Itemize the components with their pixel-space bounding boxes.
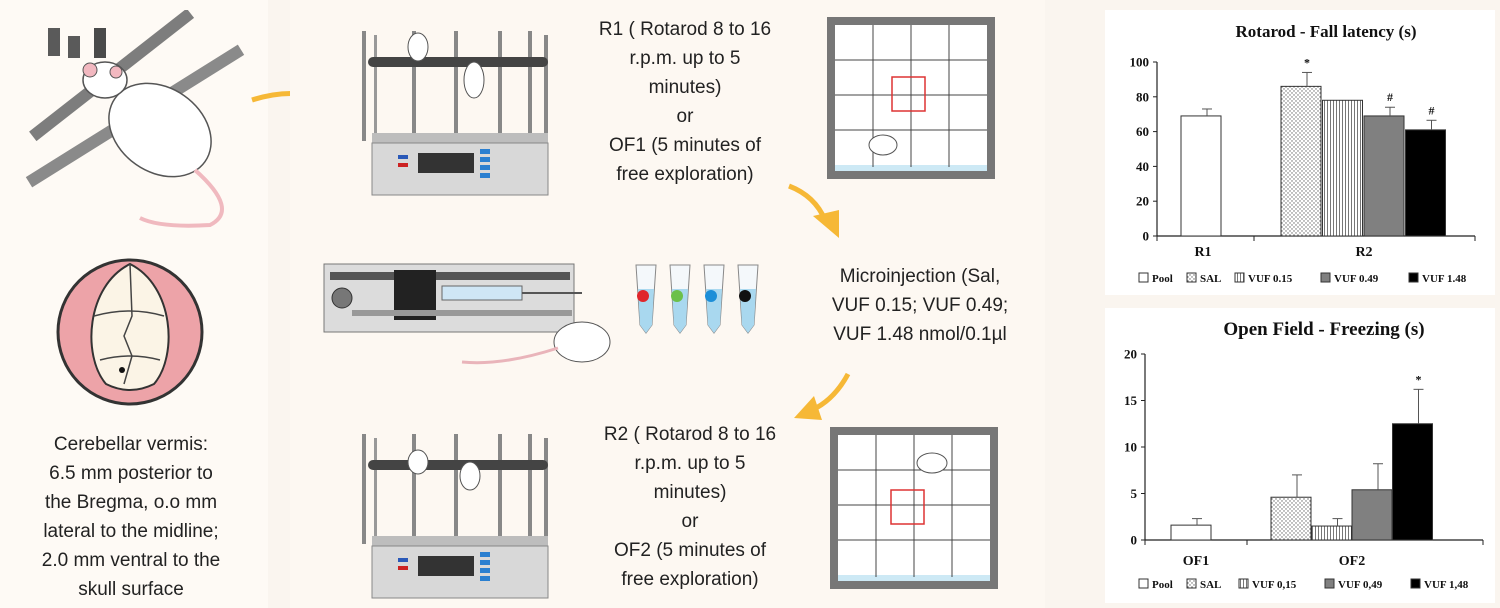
legend-label: VUF 0.15 (1248, 273, 1293, 285)
step3-text: R2 ( Rotarod 8 to 16 r.p.m. up to 5 minu… (603, 424, 777, 590)
legend-swatch (1186, 272, 1197, 283)
bar (1363, 115, 1405, 237)
tube-dot-2 (671, 290, 683, 302)
bar (1180, 115, 1222, 237)
rotarod-chart: Rotarod - Fall latency (s) 0 20 40 60 80 100R1… (1130, 22, 1476, 285)
bar (1280, 85, 1322, 237)
significance-mark: # (1387, 90, 1393, 104)
step1-text: R1 ( Rotarod 8 to 16 r.p.m. up to 5 minu… (598, 19, 772, 185)
legend-swatch (1138, 578, 1149, 589)
y-tick-label: 0 (1143, 229, 1150, 244)
y-tick-label: 5 (1131, 486, 1138, 501)
y-tick-label: 40 (1136, 159, 1149, 174)
significance-mark: * (1304, 55, 1310, 69)
legend-swatch (1238, 578, 1249, 589)
chart-title: Rotarod - Fall latency (s) (1236, 22, 1417, 41)
legend-swatch (1408, 272, 1419, 283)
y-tick-label: 60 (1136, 124, 1149, 139)
tube-dot-1 (637, 290, 649, 302)
open-field-arena-2 (830, 427, 998, 589)
y-tick-label: 15 (1124, 393, 1138, 408)
y-tick-label: 100 (1130, 55, 1150, 70)
legend-swatch (1410, 578, 1421, 589)
tube-dot-4 (739, 290, 751, 302)
bar (1322, 99, 1363, 237)
surgery-panel: Cerebellar vermis: 6.5 mm posterior to t… (0, 0, 268, 608)
open-field-arena-1 (827, 17, 995, 179)
y-tick-label: 20 (1124, 347, 1137, 362)
y-tick-label: 0 (1131, 533, 1138, 548)
bar (1405, 129, 1446, 237)
bar (1170, 524, 1212, 541)
chart-title: Open Field - Freezing (s) (1223, 319, 1424, 340)
bar (1351, 489, 1393, 541)
legend-label: Pool (1152, 579, 1173, 591)
legend-label: SAL (1200, 579, 1221, 591)
rotarod-apparatus-2 (362, 434, 549, 599)
microinjection-pump (323, 263, 611, 365)
x-group-label: R1 (1194, 245, 1211, 260)
y-tick-label: 20 (1136, 194, 1149, 209)
significance-mark: # (1429, 103, 1435, 117)
x-group-label: OF1 (1183, 554, 1209, 569)
bar (1311, 525, 1352, 541)
legend-label: VUF 0,49 (1338, 579, 1383, 591)
legend-swatch (1324, 578, 1335, 589)
arrow-to-microinjection (788, 183, 839, 238)
legend-label: VUF 1.48 (1422, 273, 1467, 285)
injection-site-caption: Cerebellar vermis: 6.5 mm posterior to t… (41, 434, 221, 600)
legend-swatch (1138, 272, 1149, 283)
legend-swatch (1186, 578, 1197, 589)
legend-swatch (1320, 272, 1331, 283)
legend-label: Pool (1152, 273, 1173, 285)
skull-diagram (56, 258, 204, 406)
x-group-label: R2 (1355, 245, 1372, 260)
bar (1392, 423, 1433, 541)
y-tick-label: 80 (1136, 89, 1149, 104)
tube-dot-3 (705, 290, 717, 302)
y-tick-label: 10 (1124, 440, 1137, 455)
bar (1270, 496, 1312, 541)
stereotaxic-rat-illustration (25, 10, 245, 228)
legend-label: VUF 1,48 (1424, 579, 1469, 591)
legend-label: SAL (1200, 273, 1221, 285)
step2-text: Microinjection (Sal, VUF 0.15; VUF 0.49;… (831, 266, 1009, 345)
arrow-to-retest (794, 372, 851, 420)
legend-label: VUF 0.49 (1334, 273, 1379, 285)
legend-swatch (1234, 272, 1245, 283)
significance-mark: * (1416, 372, 1422, 386)
x-group-label: OF2 (1339, 554, 1365, 569)
legend-label: VUF 0,15 (1252, 579, 1297, 591)
sample-tubes (635, 264, 759, 334)
rotarod-apparatus-1 (362, 31, 549, 196)
